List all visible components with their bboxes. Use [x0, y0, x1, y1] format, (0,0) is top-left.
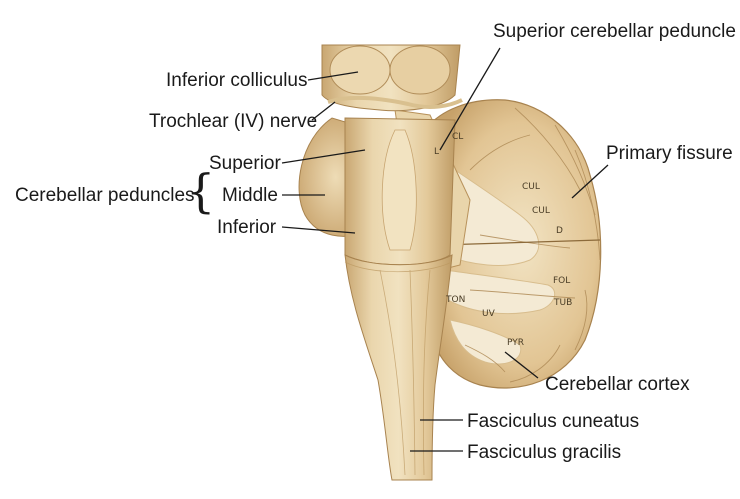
label-inferior-colliculus: Inferior colliculus	[166, 70, 308, 91]
lobule-cul-2: CUL	[532, 206, 550, 216]
lobule-fol: FOL	[553, 276, 571, 286]
lobule-pyr: PYR	[507, 338, 524, 348]
medulla	[344, 254, 453, 481]
lobule-cl: CL	[452, 132, 464, 142]
label-superior-peduncle: Superior	[209, 153, 281, 174]
label-cerebellar-cortex: Cerebellar cortex	[545, 374, 690, 395]
label-trochlear-nerve: Trochlear (IV) nerve	[149, 111, 318, 132]
label-fasciculus-cuneatus: Fasciculus cuneatus	[467, 411, 640, 432]
label-primary-fissure: Primary fissure	[606, 143, 733, 164]
lobule-tub: TUB	[554, 298, 573, 308]
midbrain	[321, 44, 463, 112]
label-inferior-peduncle: Inferior	[217, 217, 277, 238]
brace-symbol: {	[186, 164, 216, 218]
lobule-d: D	[556, 226, 563, 236]
lobule-l: L	[434, 147, 440, 157]
lobule-cul-1: CUL	[522, 182, 540, 192]
lobule-ton: TON	[446, 295, 466, 305]
cerebellum	[424, 99, 602, 389]
leader-lines	[281, 47, 609, 452]
label-cerebellar-peduncles: Cerebellar peduncles	[15, 185, 195, 206]
label-superior-cerebellar-peduncle: Superior cerebellar peduncle	[493, 21, 736, 42]
label-fasciculus-gracilis: Fasciculus gracilis	[467, 442, 622, 463]
label-middle-peduncle: Middle	[222, 185, 278, 206]
lobule-uv: UV	[482, 309, 495, 319]
